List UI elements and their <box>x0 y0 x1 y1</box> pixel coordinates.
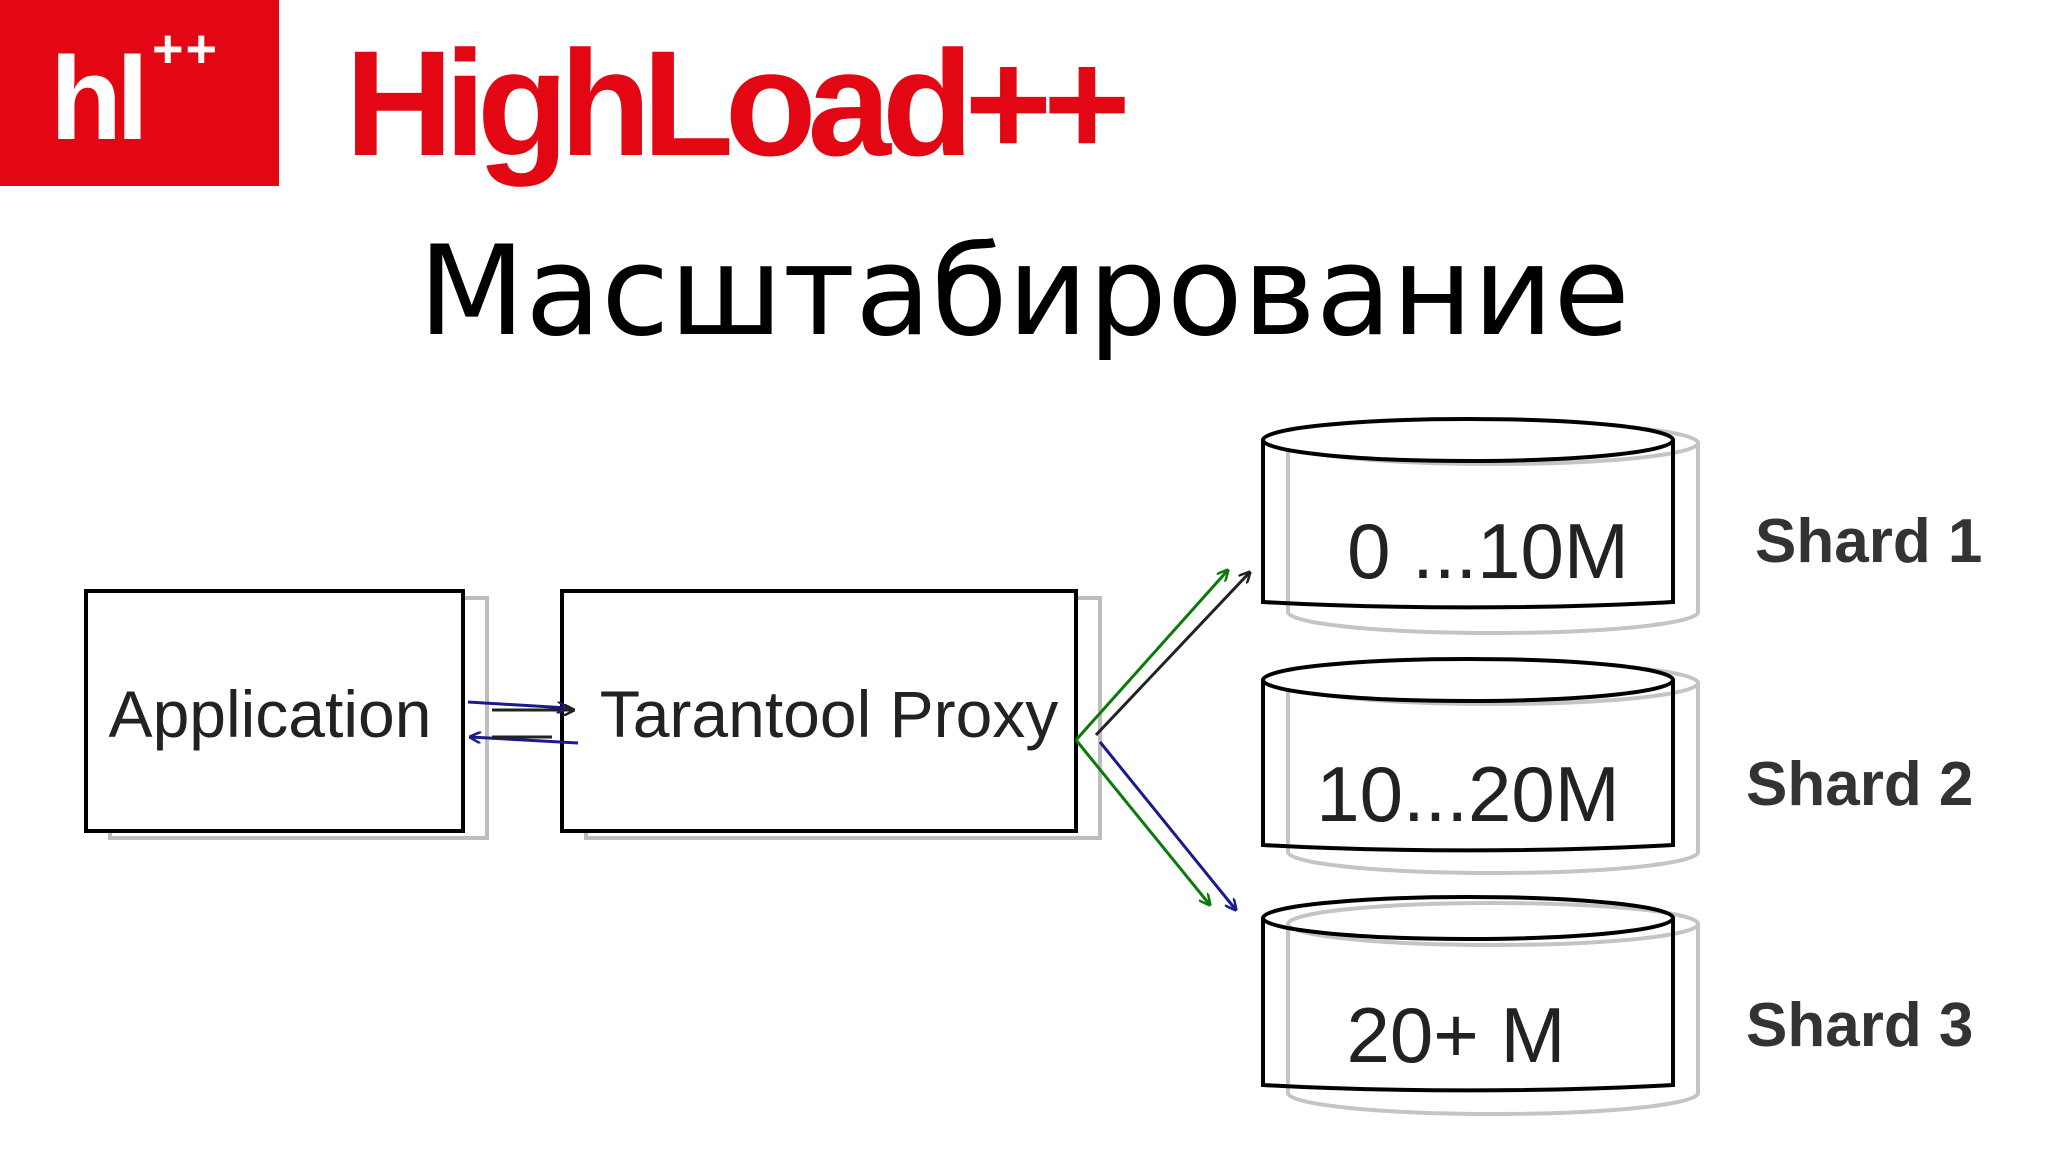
shard-1-label: Shard 1 <box>1755 507 1982 576</box>
shard-arrows <box>1074 570 1250 910</box>
arrow-proxy-to-shard1-black <box>1094 572 1250 737</box>
logo-block: hl ++ <box>0 0 279 186</box>
shard-3-label: Shard 3 <box>1746 991 1973 1060</box>
arrow-proxy-to-shard3-blue <box>1098 741 1236 910</box>
application-box: Application <box>84 589 489 840</box>
arrow-proxy-to-shard3-green <box>1074 739 1210 905</box>
shard-3-range: 20+ M <box>1347 991 1566 1079</box>
shard-2-cylinder: 10...20M <box>1261 657 1700 875</box>
proxy-label: Tarantool Proxy <box>600 677 1059 751</box>
shard-2-range: 10...20M <box>1316 750 1620 838</box>
shard-2-label: Shard 2 <box>1746 750 1973 819</box>
request-arrows <box>467 700 579 745</box>
arrow-proxy-to-app-blue <box>470 737 579 745</box>
shard-1-cylinder: 0 ...10M <box>1261 417 1700 635</box>
shard-3-cylinder: 20+ M <box>1261 895 1700 1116</box>
shard-1-range: 0 ...10M <box>1347 507 1629 595</box>
logo-mark: hl <box>50 33 149 165</box>
proxy-box: Tarantool Proxy <box>560 589 1102 840</box>
slide-title: Масштабирование <box>418 220 1630 364</box>
arrow-proxy-to-shard1-green <box>1074 570 1228 741</box>
arrow-app-to-proxy-blue <box>467 700 568 708</box>
brand-wordmark: HighLoad++ <box>345 19 1131 187</box>
application-label: Application <box>109 677 432 751</box>
logo-superscript: ++ <box>152 19 220 79</box>
